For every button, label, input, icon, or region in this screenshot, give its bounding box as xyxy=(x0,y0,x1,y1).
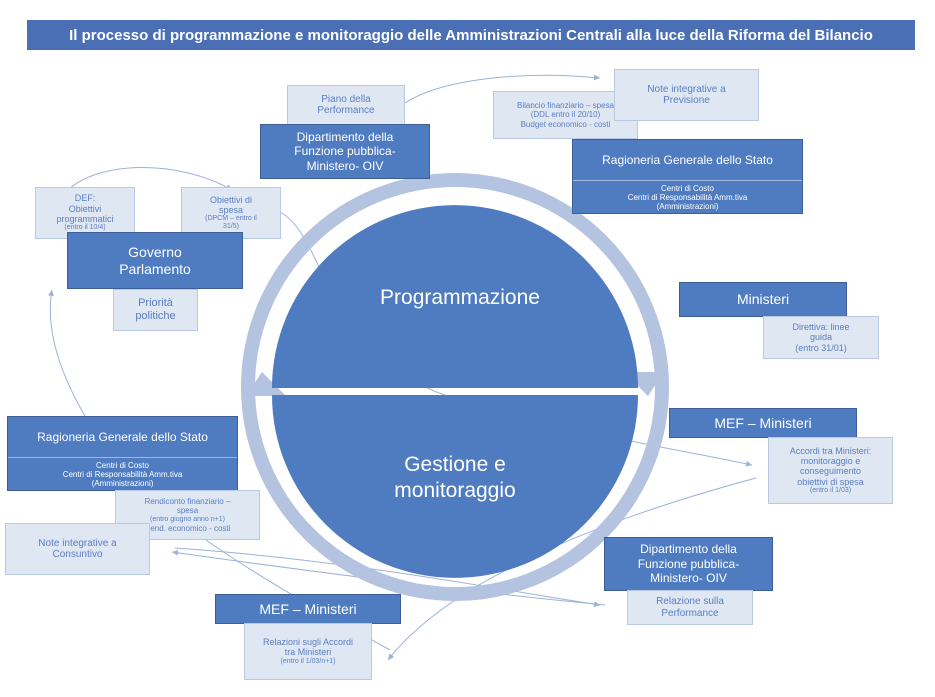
mef-bottom-box: MEF – Ministeri xyxy=(215,594,401,624)
direttiva-line2: guida xyxy=(809,332,833,343)
rgs-left-line3: (Amministrazioni) xyxy=(91,479,154,489)
direttiva-box: Direttiva: linee guida (entro 31/01) xyxy=(763,316,879,359)
rgs-top-box: Ragioneria Generale dello Stato Centri d… xyxy=(572,139,803,214)
relazioni-accordi-line3: (entro il 1/03/n+1) xyxy=(280,657,336,665)
governo-line2: Parlamento xyxy=(119,260,191,277)
obiettivi-line4: 31/5) xyxy=(223,223,239,231)
def-box: DEF: Obiettivi programmatici (entro il 1… xyxy=(35,187,135,239)
piano-line2: Performance xyxy=(317,105,375,116)
rgs-left-box: Ragioneria Generale dello Stato Centri d… xyxy=(7,416,238,491)
rgs-left-line1: Centri di Costo xyxy=(96,460,149,470)
relazione-performance-box: Relazione sulla Performance xyxy=(627,590,753,625)
def-line3: programmatici xyxy=(56,214,114,225)
mef-right-box: MEF – Ministeri xyxy=(669,408,857,438)
rgs-left-head: Ragioneria Generale dello Stato xyxy=(8,417,237,458)
governo-parlamento-box: Governo Parlamento xyxy=(67,232,243,289)
relazioni-accordi-line1: Relazioni sugli Accordi xyxy=(262,637,354,648)
def-line4: (entro il 10/4) xyxy=(64,224,106,232)
ministeri-box: Ministeri xyxy=(679,282,847,317)
relazioni-accordi-line2: tra Ministeri xyxy=(284,647,332,658)
rendiconto-line4: Rend. economico - costi xyxy=(144,523,231,533)
gestione-label-line1: Gestione e xyxy=(404,453,506,476)
accordi-line5: (entro il 1/03) xyxy=(809,487,852,495)
diagram-title: Il processo di programmazione e monitora… xyxy=(27,20,915,50)
governo-line1: Governo xyxy=(128,243,182,260)
connector-line xyxy=(404,74,601,104)
piano-performance-box: Piano della Performance xyxy=(287,85,405,125)
dfp-bottom-line2: Funzione pubblica- xyxy=(637,556,740,571)
priorita-line1: Priorità xyxy=(138,297,173,310)
dfp-bottom-line1: Dipartimento della xyxy=(640,542,737,557)
relazione-line1: Relazione sulla xyxy=(656,596,724,607)
rgs-top-line3: (Amministrazioni) xyxy=(656,202,719,212)
accordi-line2: monitoraggio e xyxy=(800,456,861,467)
obiettivi-line3: (DPCM – entro il xyxy=(205,215,257,223)
connector-line xyxy=(174,547,601,608)
gestione-half xyxy=(272,395,638,578)
direttiva-line3: (entro 31/01) xyxy=(795,342,847,353)
note-previsione-line1: Note integrative a xyxy=(647,83,726,95)
dfp-top-box: Dipartimento della Funzione pubblica- Mi… xyxy=(260,124,430,179)
gestione-label-line2: monitoraggio xyxy=(394,479,516,503)
note-previsione-line2: Previsione xyxy=(663,95,710,106)
relazione-line2: Performance xyxy=(661,607,719,619)
obiettivi-spesa-box: Obiettivi di spesa (DPCM – entro il 31/5… xyxy=(181,187,281,239)
accordi-box: Accordi tra Ministeri: monitoraggio e co… xyxy=(768,437,893,504)
accordi-line3: conseguimento xyxy=(799,466,862,477)
dfp-bottom-line3: Ministero- OIV xyxy=(650,571,727,586)
note-consuntivo-box: Note integrative a Consuntivo xyxy=(5,523,150,575)
bilancio-box: Bilancio finanziario – spesa (DDL entro … xyxy=(493,91,638,139)
rgs-top-head: Ragioneria Generale dello Stato xyxy=(573,140,802,181)
rgs-top-body: Centri di Costo Centri di Responsabilità… xyxy=(573,181,802,214)
dfp-bottom-box: Dipartimento della Funzione pubblica- Mi… xyxy=(604,537,773,591)
rendiconto-box: Rendiconto finanziario – spesa (entro gi… xyxy=(115,490,260,540)
dfp-top-line3: Ministero- OIV xyxy=(306,158,384,173)
bilancio-line3: Budget economico - costi xyxy=(520,119,611,129)
note-consuntivo-line1: Note integrative a xyxy=(38,537,117,549)
def-line1: DEF: xyxy=(74,193,96,204)
rendiconto-line3: (entro giugno anno n+1) xyxy=(150,515,225,523)
note-consuntivo-line2: Consuntivo xyxy=(52,549,103,560)
obiettivi-line1: Obiettivi di xyxy=(209,194,253,205)
rgs-left-line2: Centri di Responsabilità Amm.tiva xyxy=(62,469,183,479)
rgs-top-line1: Centri di Costo xyxy=(661,183,714,193)
note-previsione-box: Note integrative a Previsione xyxy=(614,69,759,121)
piano-line1: Piano della xyxy=(321,93,371,105)
obiettivi-line2: spesa xyxy=(218,204,244,215)
programmazione-half xyxy=(272,205,638,388)
accordi-line4: obiettivi di spesa xyxy=(797,476,864,487)
rendiconto-line1: Rendiconto finanziario – xyxy=(144,497,231,507)
rgs-top-line2: Centri di Responsabilità Amm.tiva xyxy=(627,192,748,202)
accordi-line1: Accordi tra Ministeri: xyxy=(789,445,872,456)
rgs-left-body: Centri di Costo Centri di Responsabilità… xyxy=(8,458,237,491)
gestione-label: Gestione e monitoraggio xyxy=(340,452,570,505)
connector-line xyxy=(67,167,233,191)
bilancio-line2: (DDL entro il 20/10) xyxy=(530,110,601,120)
direttiva-line1: Direttiva: linee xyxy=(792,321,850,332)
dfp-top-line1: Dipartimento della xyxy=(296,129,394,144)
bilancio-line1: Bilancio finanziario – spesa xyxy=(517,101,614,111)
relazioni-accordi-box: Relazioni sugli Accordi tra Ministeri (e… xyxy=(244,623,372,680)
rendiconto-line2: spesa xyxy=(176,506,199,516)
priorita-line2: politiche xyxy=(135,310,176,322)
priorita-politiche-box: Priorità politiche xyxy=(113,289,198,331)
programmazione-label: Programmazione xyxy=(380,286,540,309)
dfp-top-line2: Funzione pubblica- xyxy=(294,144,396,159)
def-line2: Obiettivi xyxy=(68,203,102,214)
